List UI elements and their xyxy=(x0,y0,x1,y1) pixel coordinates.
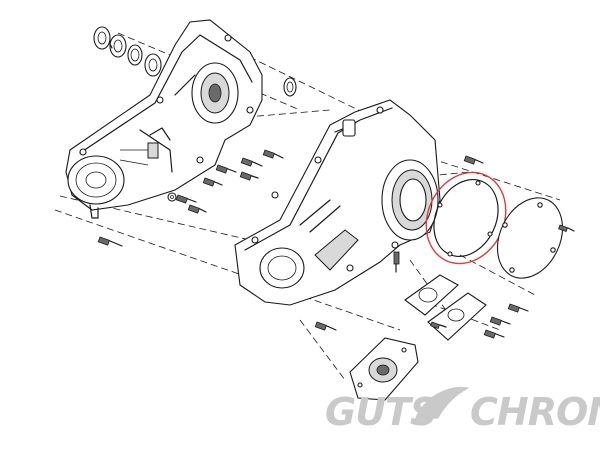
inspection-cover xyxy=(427,292,487,341)
bushing xyxy=(283,77,297,97)
screw xyxy=(239,171,259,181)
screw xyxy=(202,177,223,187)
screw xyxy=(430,321,447,330)
derby-cover xyxy=(496,197,564,279)
bearing-seal-stack xyxy=(93,26,162,77)
screw xyxy=(187,204,207,214)
fasteners xyxy=(97,149,575,339)
pin xyxy=(393,251,400,273)
feather-icon xyxy=(414,386,470,421)
washer xyxy=(167,192,177,202)
screw xyxy=(483,329,505,339)
screw xyxy=(175,194,197,204)
clutch-inspection-cover xyxy=(349,337,419,401)
outer-primary-cover xyxy=(234,99,441,306)
inspection-cover-gasket xyxy=(404,274,459,316)
screw xyxy=(240,157,263,167)
screw xyxy=(314,321,337,331)
watermark: GUTS CHROME xyxy=(325,386,600,434)
screw xyxy=(262,149,284,159)
screw xyxy=(463,155,484,165)
screw xyxy=(558,224,575,233)
screw xyxy=(507,303,529,313)
watermark-right-word: CHROME xyxy=(470,390,600,434)
screw xyxy=(489,316,511,326)
screw xyxy=(97,236,123,247)
inner-primary-housing xyxy=(65,19,263,219)
screw xyxy=(215,164,237,174)
